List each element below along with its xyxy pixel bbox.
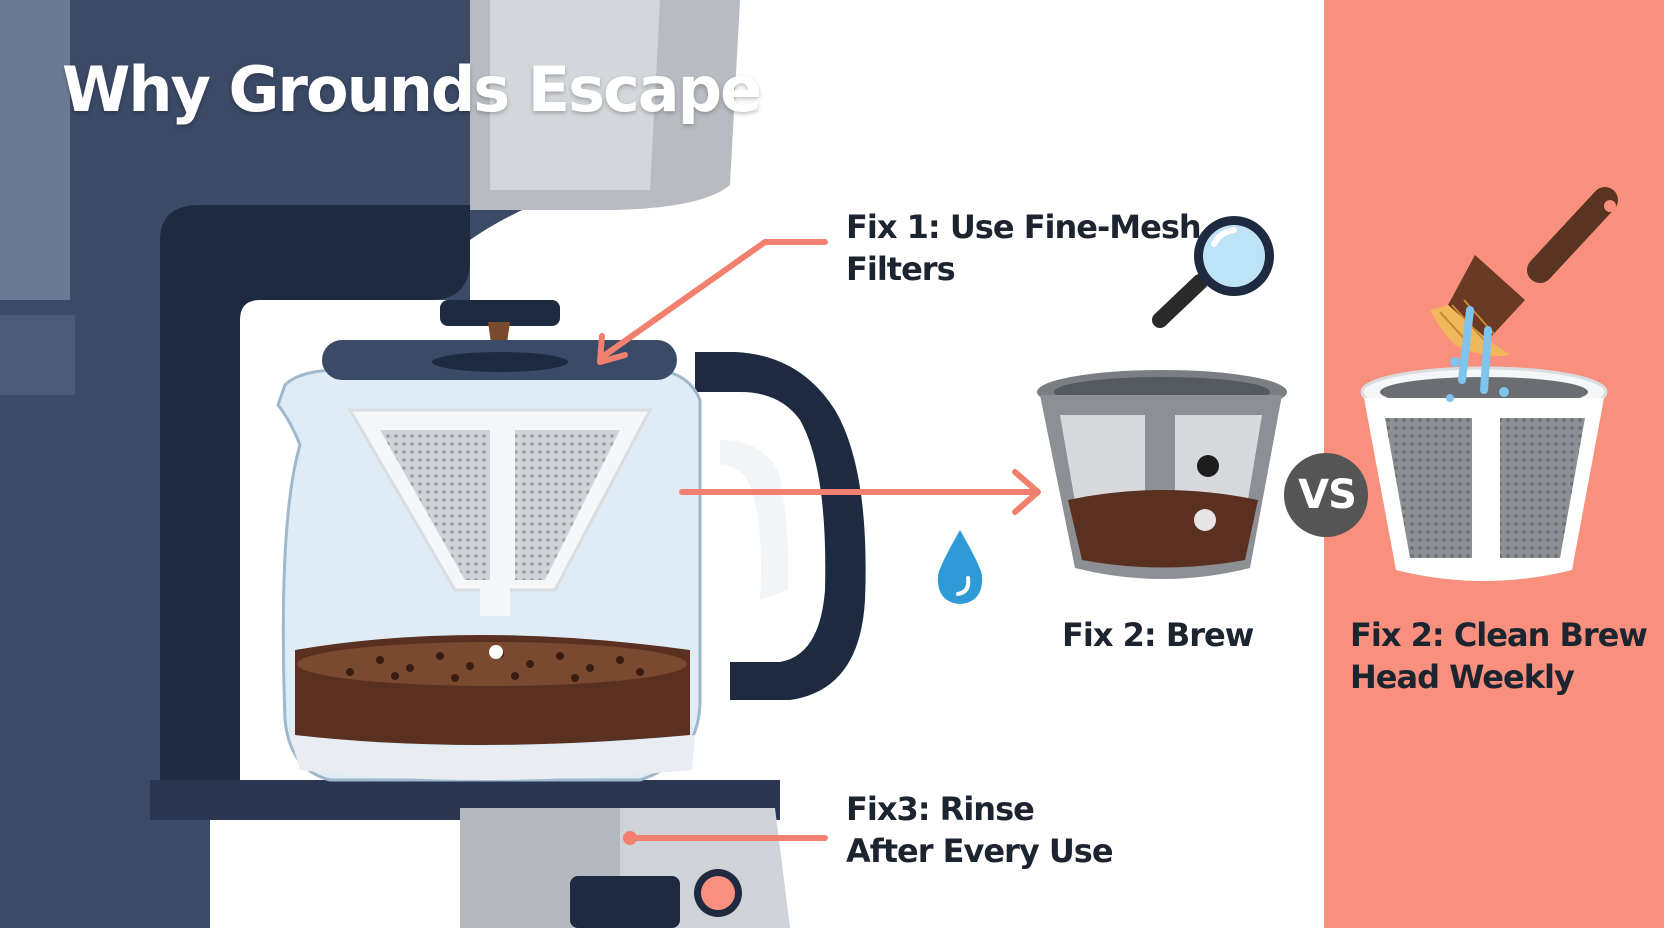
fix2-clean-label: Fix 2: Clean Brew Head Weekly: [1350, 614, 1648, 698]
coffee-machine: [0, 0, 790, 928]
fix3-label-line2: After Every Use: [846, 832, 1114, 870]
fix1-label: Fix 1: Use Fine-Mesh Filters: [846, 206, 1202, 290]
water-drop-icon: [937, 530, 983, 604]
arrows: [597, 239, 1041, 841]
fix2-clean-label-line2: Head Weekly: [1350, 658, 1575, 696]
cone-filter: [347, 408, 653, 659]
magnifier-icon: [1152, 216, 1274, 328]
page-title: Why Grounds Escape: [62, 53, 762, 126]
fix2-clean-label-line1: Fix 2: Clean Brew: [1350, 616, 1648, 654]
fix3-label: Fix3: Rinse After Every Use: [846, 788, 1114, 872]
vs-badge: [1284, 453, 1368, 537]
fix3-label-line1: Fix3: Rinse: [846, 790, 1035, 828]
vs-label: VS: [1298, 472, 1357, 518]
fix2-brew-label: Fix 2: Brew: [1062, 616, 1254, 654]
brush-icon: [1430, 187, 1618, 402]
brew-basket: [1037, 370, 1287, 579]
fix1-label-line2: Filters: [846, 250, 956, 288]
fix1-label-line1: Fix 1: Use Fine-Mesh: [846, 208, 1202, 246]
clean-basket: [1360, 366, 1608, 581]
